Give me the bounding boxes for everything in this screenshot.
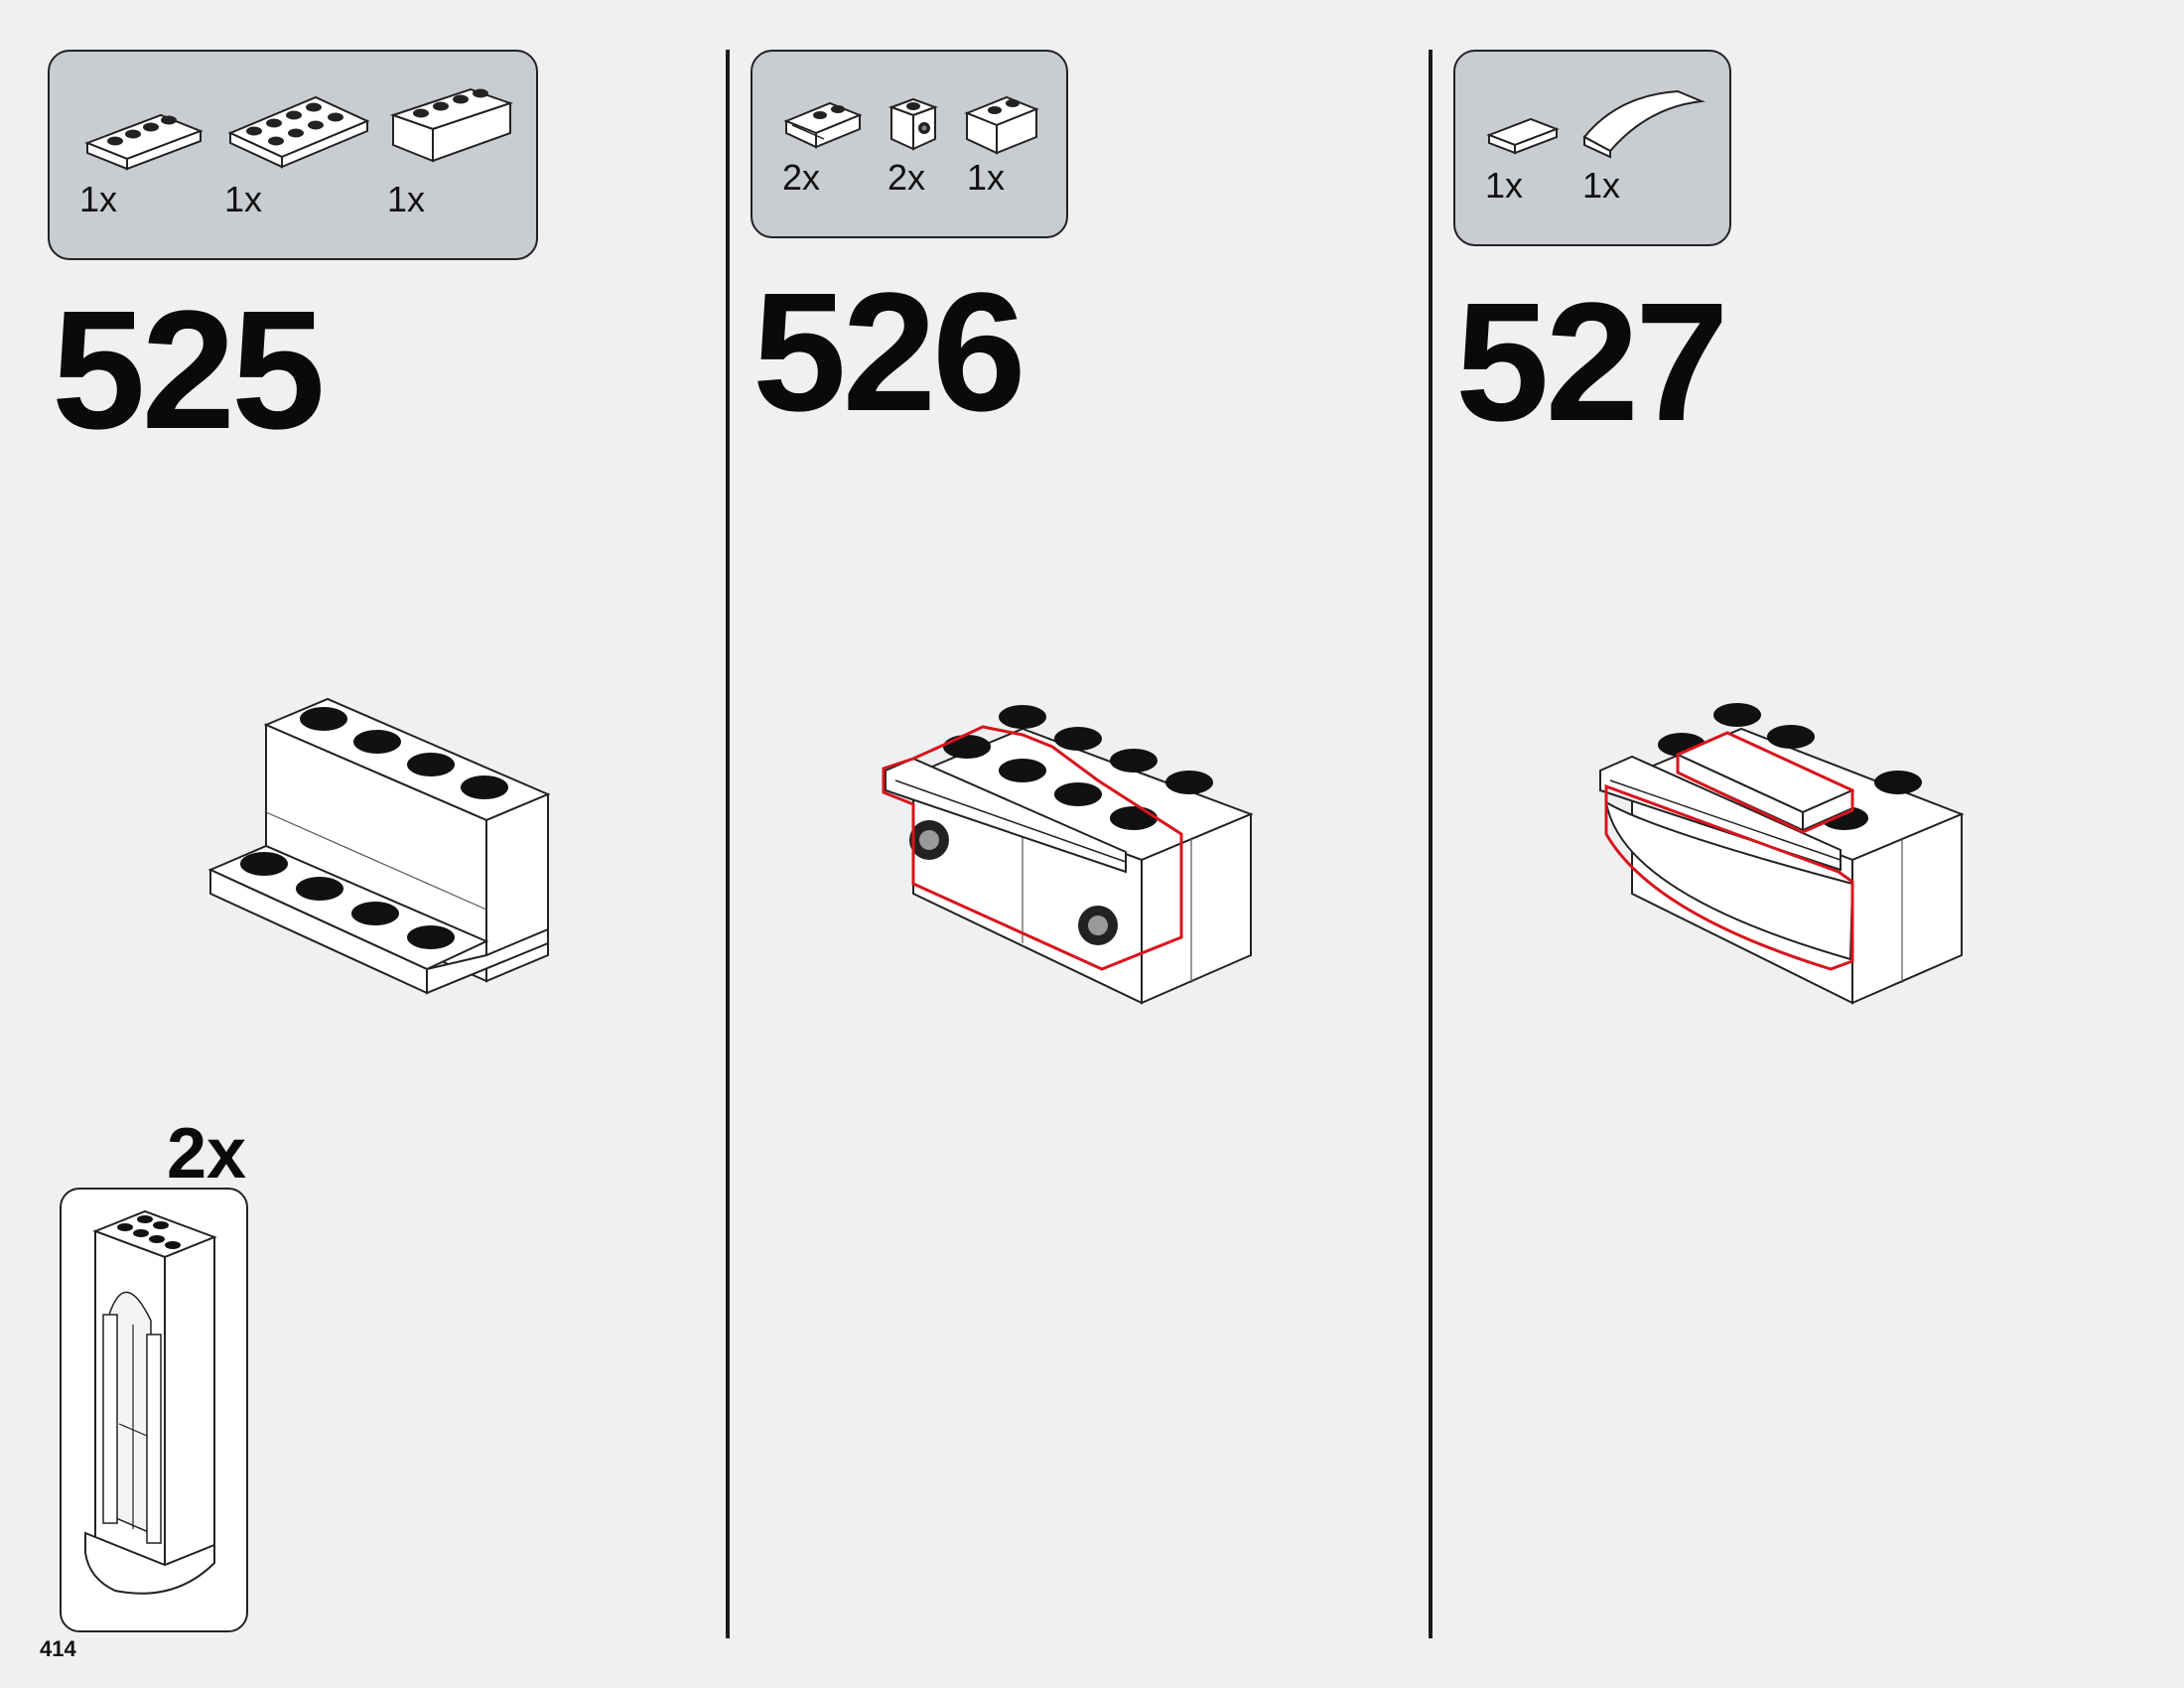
part-qty: 1x bbox=[1582, 165, 1621, 206]
plate-1x4-icon bbox=[79, 103, 208, 173]
brick-1x2-icon bbox=[963, 89, 1042, 159]
part-qty: 1x bbox=[79, 179, 118, 219]
step-number: 527 bbox=[1455, 268, 1729, 457]
step-divider-1 bbox=[726, 50, 730, 1638]
window-arch-subassembly-icon bbox=[75, 1205, 234, 1613]
step-525-model bbox=[199, 685, 566, 1013]
step-526-model bbox=[874, 695, 1261, 1013]
tile-1x2-icon bbox=[1485, 113, 1561, 159]
parts-callout-step-525: 1x 1x 1x bbox=[48, 50, 538, 260]
step-number: 526 bbox=[752, 258, 1026, 447]
curved-slope-1x4-icon bbox=[1578, 81, 1707, 161]
plate-1x2-rail-icon bbox=[782, 95, 866, 155]
step-number: 525 bbox=[52, 276, 326, 465]
part-qty: 2x bbox=[782, 157, 821, 198]
part-qty: 1x bbox=[1485, 165, 1524, 206]
plate-2x4-icon bbox=[224, 87, 373, 177]
part-qty: 1x bbox=[967, 157, 1006, 198]
page-number: 414 bbox=[40, 1636, 76, 1661]
step-divider-2 bbox=[1429, 50, 1433, 1638]
part-qty: 1x bbox=[224, 179, 263, 219]
part-qty: 1x bbox=[387, 179, 426, 219]
subassembly-multiplier: 2x bbox=[167, 1114, 247, 1194]
part-qty: 2x bbox=[887, 157, 926, 198]
subassembly-callout bbox=[60, 1188, 248, 1632]
brick-1x4-icon bbox=[387, 81, 516, 171]
step-527-model bbox=[1592, 695, 1979, 1013]
parts-callout-step-527: 1x 1x bbox=[1453, 50, 1731, 246]
parts-callout-step-526: 2x 2x 1x bbox=[751, 50, 1068, 238]
brick-1x1-side-stud-icon bbox=[887, 95, 941, 155]
